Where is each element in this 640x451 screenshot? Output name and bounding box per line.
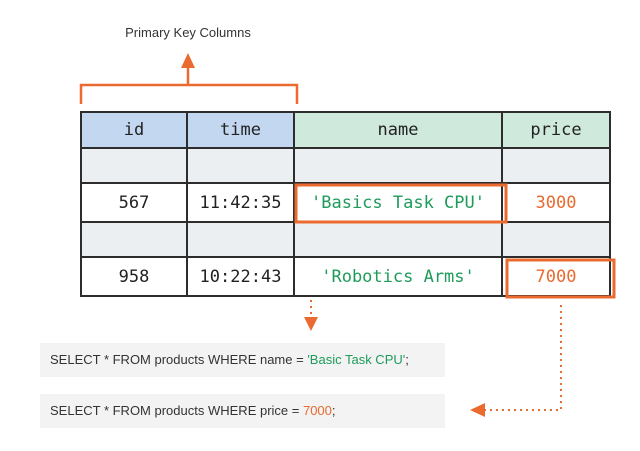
column-header-name: name <box>293 111 503 149</box>
cell-id <box>80 221 188 258</box>
primary-key-arrowhead-icon <box>181 53 195 68</box>
cell-time: 10:22:43 <box>186 256 295 297</box>
table-row: 958 10:22:43 'Robotics Arms' 7000 <box>80 256 611 297</box>
sql-query-name: SELECT * FROM products WHERE name = 'Bas… <box>40 343 445 377</box>
cell-name-highlighted: 'Basics Task CPU' <box>293 182 503 223</box>
table-header-row: id time name price <box>80 111 611 149</box>
table-row <box>80 221 611 258</box>
table-row <box>80 147 611 184</box>
column-header-id: id <box>80 111 188 149</box>
products-table: id time name price 567 11:42:35 'Basics … <box>80 111 611 297</box>
sql-query-price-prefix: SELECT * FROM products WHERE price = <box>50 403 303 418</box>
sql-query-name-suffix: ; <box>405 352 409 367</box>
sql-query-name-value: 'Basic Task CPU' <box>307 352 406 367</box>
cell-price <box>501 147 611 184</box>
price-lookup-arrowhead-icon <box>470 403 485 417</box>
cell-name: 'Robotics Arms' <box>293 256 503 297</box>
sql-query-price-suffix: ; <box>331 403 336 418</box>
column-header-time: time <box>186 111 295 149</box>
cell-price <box>501 221 611 258</box>
primary-key-bracket <box>79 83 299 104</box>
cell-id <box>80 147 188 184</box>
sql-query-price-value: 7000 <box>302 403 332 418</box>
price-lookup-arrow <box>483 305 562 411</box>
cell-time: 11:42:35 <box>186 182 295 223</box>
cell-time <box>186 147 295 184</box>
cell-id: 567 <box>80 182 188 223</box>
cell-name <box>293 221 503 258</box>
primary-key-label: Primary Key Columns <box>125 25 251 40</box>
cell-price: 3000 <box>501 182 611 223</box>
cell-name <box>293 147 503 184</box>
sql-query-price: SELECT * FROM products WHERE price = 700… <box>40 394 445 428</box>
sql-query-name-prefix: SELECT * FROM products WHERE name = <box>50 352 308 367</box>
column-header-price: price <box>501 111 611 149</box>
cell-id: 958 <box>80 256 188 297</box>
name-lookup-arrowhead-icon <box>304 317 318 331</box>
cell-time <box>186 221 295 258</box>
table-row: 567 11:42:35 'Basics Task CPU' 3000 <box>80 182 611 223</box>
cell-price-highlighted: 7000 <box>501 256 611 297</box>
